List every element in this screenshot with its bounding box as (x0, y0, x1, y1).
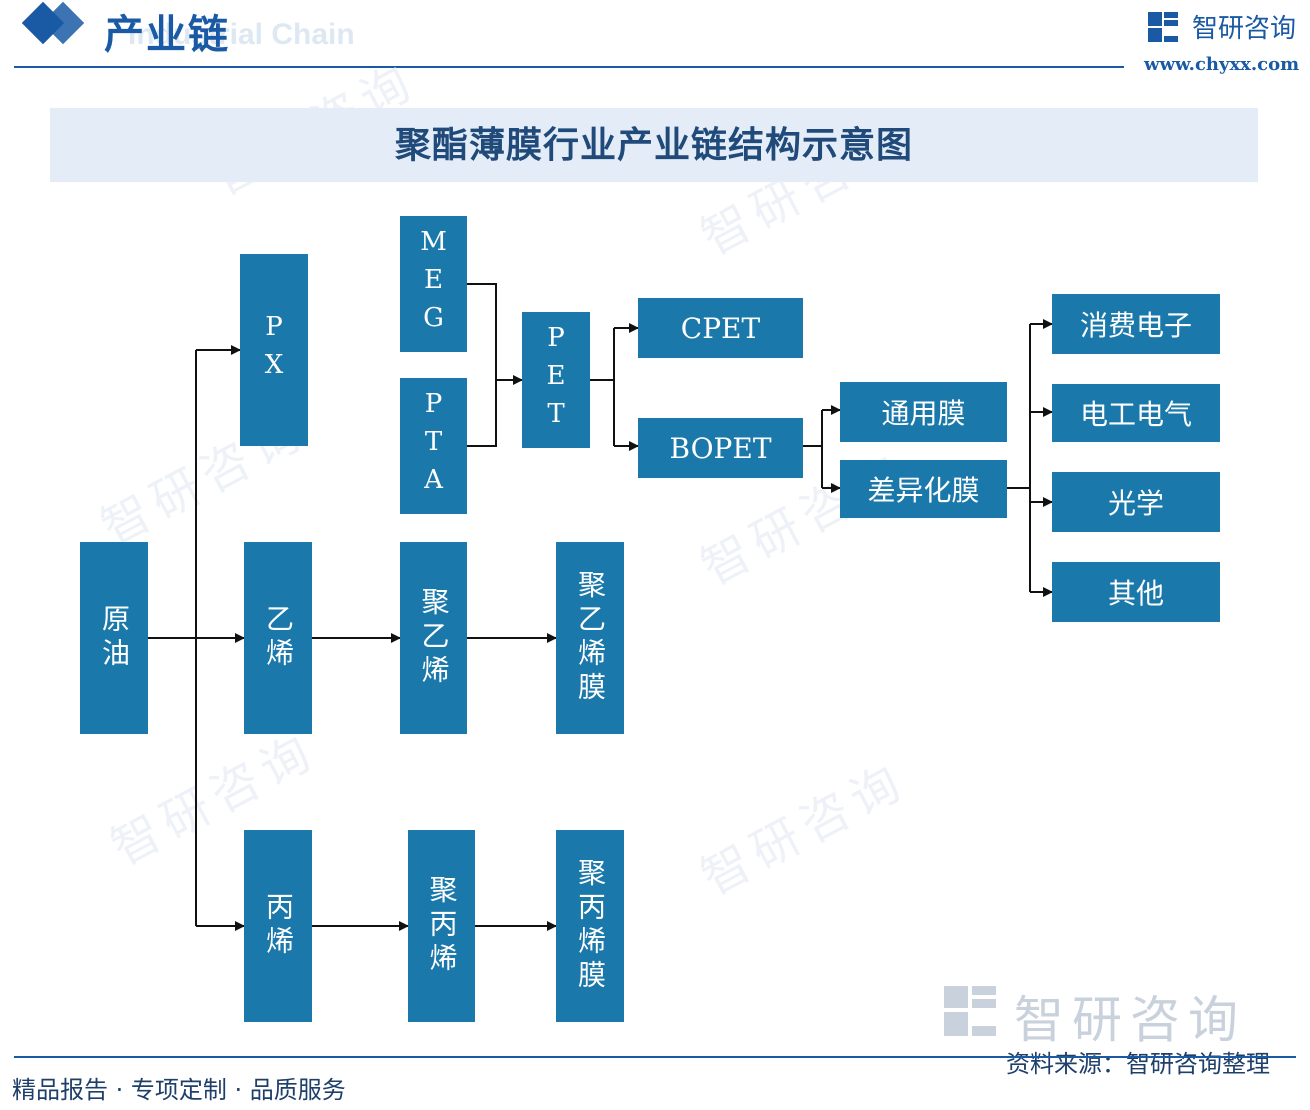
node-differentiated-film: 差异化膜 (840, 460, 1007, 518)
node-polypropylene-film: 聚丙烯膜 (556, 830, 624, 1022)
footer-slogan: 精品报告 · 专项定制 · 品质服务 (12, 1076, 346, 1104)
node-px: PX (240, 254, 308, 446)
node-crude-oil: 原油 (80, 542, 148, 734)
node-pet: PET (522, 312, 590, 448)
node-polyethylene: 聚乙烯 (400, 542, 467, 734)
section-subtitle: Industrial Chain (128, 18, 355, 51)
footer-logo-icon (944, 986, 996, 1036)
node-consumer-electronics: 消费电子 (1052, 294, 1220, 354)
node-general-film: 通用膜 (840, 382, 1007, 442)
diagram-title: 聚酯薄膜行业产业链结构示意图 (394, 124, 913, 166)
section-title: 产业链 (104, 12, 230, 58)
header-divider (14, 66, 1124, 68)
node-polypropylene: 聚丙烯 (408, 830, 475, 1022)
footer-logo-text: 智研咨询 (1014, 991, 1246, 1049)
brand-name: 智研咨询 (1192, 14, 1297, 44)
node-ethylene: 乙烯 (244, 542, 312, 734)
node-cpet: CPET (638, 298, 803, 358)
node-pta: PTA (400, 378, 467, 514)
node-others: 其他 (1052, 562, 1220, 622)
brand-url: www.chyxx.com (1144, 54, 1300, 75)
node-pta-label: PTA (418, 389, 449, 503)
node-meg: MEG (400, 216, 467, 352)
node-meg-label: MEG (418, 227, 449, 341)
node-bopet: BOPET (638, 418, 803, 478)
footer-divider (14, 1056, 1296, 1058)
title-banner (50, 108, 1258, 182)
brand-logo-icon (1148, 12, 1178, 42)
node-optics: 光学 (1052, 472, 1220, 532)
node-propylene: 丙烯 (244, 830, 312, 1022)
connector (467, 283, 497, 447)
source-note: 资料来源：智研咨询整理 (1006, 1050, 1270, 1078)
node-electrical: 电工电气 (1052, 384, 1220, 442)
node-px-label: PX (259, 312, 289, 388)
node-pet-label: PET (541, 323, 571, 437)
node-polyethylene-film: 聚乙烯膜 (556, 542, 624, 734)
header: Industrial Chain 产业链 智研咨询 www.chyxx.com (0, 0, 1310, 80)
